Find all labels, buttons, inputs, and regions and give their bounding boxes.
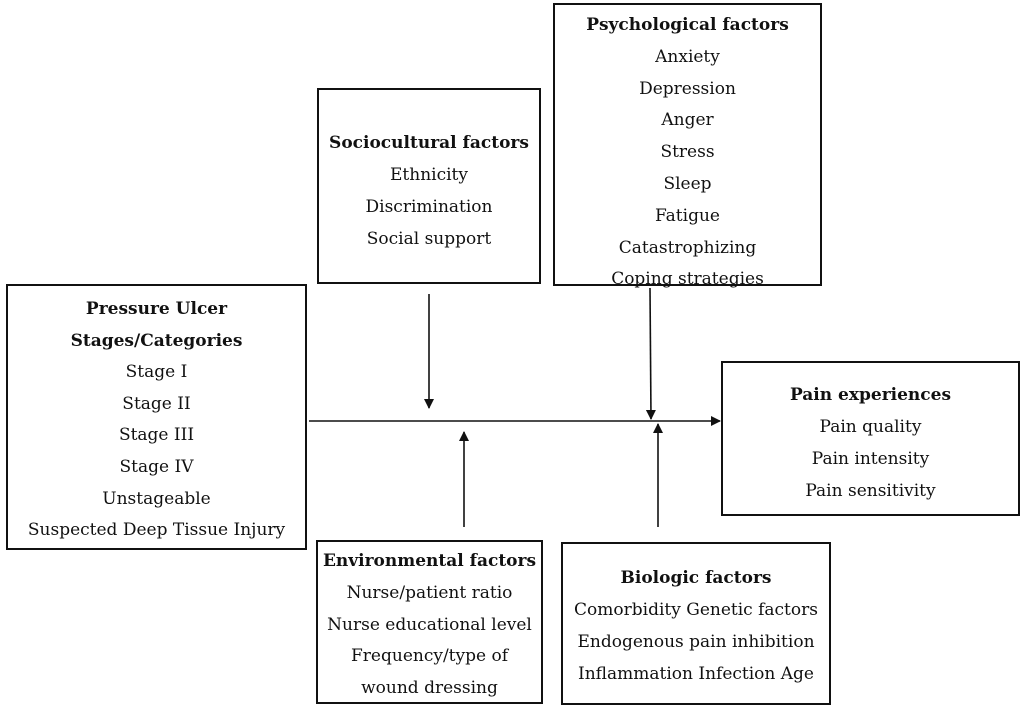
sociocultural-item: Discrimination [365, 197, 493, 217]
pressure-ulcer-item: Stage III [118, 425, 195, 446]
sociocultural-factors-title: Sociocultural factors [329, 133, 529, 153]
psychological-item: Stress [660, 142, 715, 163]
biologic-item: Endogenous pain inhibition [577, 632, 815, 652]
pressure-ulcer-item: Stage IV [119, 456, 194, 477]
psychological-item: Anxiety [655, 46, 720, 67]
pain-item: Pain sensitivity [805, 481, 936, 501]
pain-item: Pain intensity [811, 449, 930, 469]
biologic-factors-title: Biologic factors [620, 568, 772, 588]
pressure-ulcer-item: Stage I [125, 362, 188, 383]
psychological-arrow [645, 287, 656, 420]
biologic-factors-box: Biologic factors Comorbidity Genetic fac… [561, 542, 831, 705]
psychological-item: Sleep [663, 173, 712, 194]
psychological-item: Catastrophizing [618, 237, 757, 258]
pressure-ulcer-item: Unstageable [102, 488, 211, 509]
psychological-factors-box: Psychological factors Anxiety Depression… [553, 3, 822, 289]
sociocultural-item: Social support [366, 229, 492, 249]
psychological-item: Anger [661, 110, 714, 131]
pressure-ulcer-item: Stage II [122, 393, 191, 414]
pressure-ulcer-title: Pressure Ulcer [85, 299, 228, 319]
environmental-item: wound dressing [361, 678, 498, 699]
environmental-item: Nurse/patient ratio [346, 582, 513, 603]
pressure-ulcer-item: Suspected Deep Tissue Injury [27, 520, 286, 541]
pain-experiences-title: Pain experiences [789, 385, 952, 405]
biologic-item: Comorbidity Genetic factors [574, 600, 818, 620]
environmental-factors-box: Environmental factors Nurse/patient rati… [316, 540, 543, 704]
environmental-item: Nurse educational level [327, 614, 532, 635]
pressure-ulcer-subtitle: Stages/Categories [70, 330, 243, 351]
sociocultural-item: Ethnicity [390, 165, 468, 185]
biologic-item: Inflammation Infection Age [578, 664, 814, 684]
psychological-item: Fatigue [655, 205, 720, 226]
psychological-item: Depression [639, 78, 736, 99]
pain-experiences-box: Pain experiences Pain quality Pain inten… [721, 361, 1020, 516]
pressure-ulcer-box: Pressure Ulcer Stages/Categories Stage I… [6, 284, 307, 550]
psychological-factors-title: Psychological factors [586, 15, 789, 35]
sociocultural-factors-box: Sociocultural factors Ethnicity Discrimi… [317, 88, 541, 284]
environmental-item: Frequency/type of [351, 646, 508, 667]
pain-item: Pain quality [819, 417, 922, 437]
psychological-item: Coping strategies [611, 269, 764, 290]
environmental-factors-title: Environmental factors [322, 551, 537, 571]
